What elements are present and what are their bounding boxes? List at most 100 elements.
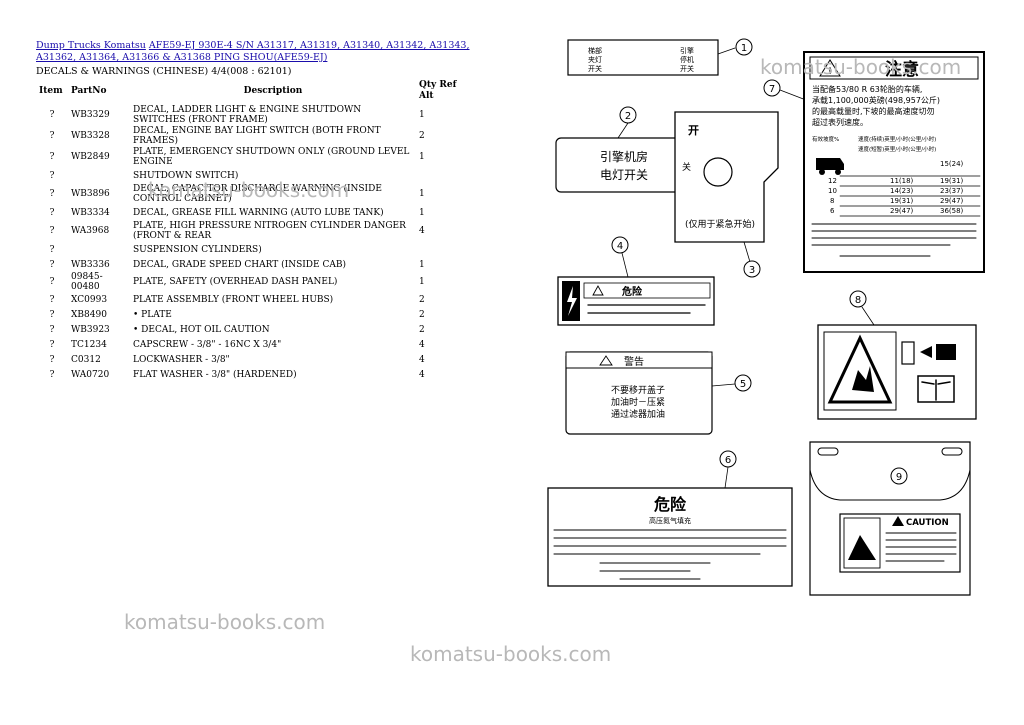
decal-9-text: CAUTION — [906, 518, 949, 528]
decal-7-intro: 承载1,100,000英磅(498,957公斤) — [812, 95, 940, 105]
decal-6-text: 危险 — [654, 495, 687, 514]
decal-7-cell: 15(24) — [940, 160, 964, 168]
decal-1-text: 梯部 — [588, 46, 602, 55]
row-qty: 1 — [419, 189, 425, 199]
row-part: WB3336 — [71, 259, 110, 270]
row-qty — [416, 168, 474, 183]
decal-7-cell: 36(58) — [940, 207, 964, 215]
row-part: WB2849 — [71, 152, 110, 162]
row-qty: 1 — [419, 110, 425, 120]
callout-7 — [763, 79, 781, 97]
decal-7-cell: 29(47) — [890, 207, 914, 215]
decal-1-text: 停机 — [680, 55, 694, 64]
decal-7-title: 注意 — [885, 59, 919, 80]
breadcrumb-link-model[interactable]: AFE59-EJ 930E-4 S/N A31317, A31319, A313… — [36, 40, 470, 63]
callout-5-label: 5 — [740, 379, 746, 390]
breadcrumb-link-dump-trucks[interactable]: Dump Trucks Komatsu — [36, 40, 146, 51]
header-partno: PartNo — [71, 85, 107, 96]
row-qty: 2 — [419, 294, 425, 305]
decal-1-text: 引擎 — [680, 46, 694, 55]
row-item: ? — [49, 131, 55, 141]
row-item: ? — [49, 110, 55, 120]
row-desc: DECAL, CAPACITOR DISCHARGE WARNING (INSI… — [133, 184, 382, 204]
header-item: Item — [39, 85, 63, 96]
decal-7-cell: 6 — [830, 207, 835, 215]
row-qty: 4 — [419, 339, 425, 350]
decal-7-intro: 超过表列速度。 — [812, 117, 868, 127]
parts-diagram: 梯部 引擎 夹灯 停机 开关 开关 1 2 引擎机房 电灯开关 开 关 (仅用于… — [547, 38, 985, 596]
decal-3-text: (仅用于紧急开始) — [685, 218, 755, 230]
row-item: ? — [49, 244, 55, 255]
callout-4-label: 4 — [617, 241, 623, 252]
decal-9: CAUTION — [809, 441, 971, 596]
row-desc: LOCKWASHER - 3/8" — [133, 354, 230, 365]
callout-3-label: 3 — [749, 265, 755, 276]
decal-5-text: 警告 — [624, 355, 644, 368]
row-part — [68, 168, 130, 183]
decal-7-intro: 当配备53/80 R 63轮胎的车辆, — [812, 84, 922, 94]
callout-1-label: 1 — [741, 43, 747, 54]
row-desc: DECAL, GRADE SPEED CHART (INSIDE CAB) — [133, 259, 346, 270]
row-desc: DECAL, ENGINE BAY LIGHT SWITCH (BOTH FRO… — [133, 126, 381, 146]
decal-7-cell: 11(18) — [890, 177, 914, 185]
row-item: ? — [49, 189, 55, 199]
row-item: ? — [49, 369, 55, 380]
decal-3: 开 关 (仅用于紧急开始) — [674, 111, 779, 243]
row-part: XB8490 — [71, 309, 107, 320]
decal-7-cell: 19(31) — [940, 177, 964, 185]
header-description: Description — [243, 85, 303, 96]
decal-7-cell: 23(37) — [940, 187, 964, 195]
row-part: WA0720 — [71, 369, 110, 380]
decal-7-cell: 10 — [828, 187, 837, 195]
watermark: komatsu-books.com — [760, 55, 962, 79]
row-desc: FLAT WASHER - 3/8" (HARDENED) — [133, 369, 297, 380]
decal-5-text: 不要移开盖子 — [611, 384, 665, 396]
row-part: WB3334 — [71, 207, 110, 218]
row-qty: 1 — [419, 152, 425, 162]
callout-8-label: 8 — [855, 295, 861, 306]
row-part: WB3329 — [71, 110, 110, 120]
row-desc: PLATE, EMERGENCY SHUTDOWN ONLY (GROUND L… — [133, 147, 410, 167]
decal-7-header: 有效坡度% — [812, 135, 839, 143]
row-desc: PLATE ASSEMBLY (FRONT WHEEL HUBS) — [133, 294, 334, 305]
row-item: ? — [49, 226, 55, 236]
parts-table: Item PartNo Description Qty Ref Alt ?WB3… — [36, 78, 474, 382]
row-item: ? — [49, 207, 55, 218]
decal-7-cell: 19(31) — [890, 197, 914, 205]
watermark: komatsu-books.com — [148, 178, 350, 202]
row-qty: 1 — [419, 207, 425, 218]
row-qty: 2 — [419, 324, 425, 335]
row-item: ? — [49, 354, 55, 365]
table-row: ? WB3329 DECAL, LADDER LIGHT & ENGINE SHUT… — [36, 104, 474, 126]
decal-4-text: 危险 — [622, 285, 643, 298]
decal-7-header: 速度(持续)英里/小时(公里/小时) — [858, 135, 936, 143]
callout-9 — [890, 467, 908, 485]
callout-6-label: 6 — [725, 455, 731, 466]
row-part: WB3923 — [71, 324, 110, 335]
row-qty — [416, 242, 474, 257]
row-desc: SUSPENSION CYLINDERS) — [133, 244, 262, 255]
decal-7-cell: 12 — [828, 177, 837, 185]
row-qty: 1 — [419, 259, 425, 270]
decal-6: 危险 高压氮气填充 — [547, 487, 793, 587]
callout-3 — [743, 260, 761, 278]
decal-7-intro: 的最高载量时,下坡的最高速度切勿 — [812, 106, 935, 116]
row-qty: 2 — [419, 131, 425, 141]
row-item: ? — [49, 309, 55, 320]
row-desc: DECAL, LADDER LIGHT & ENGINE SHUTDOWN SW… — [133, 105, 362, 125]
table-row: ? WB3334 DECAL, GREASE FILL WARNING (AUTO … — [36, 205, 474, 220]
svg-text:!: ! — [828, 67, 832, 77]
row-part: 09845-00480 — [71, 272, 103, 292]
callout-2-label: 2 — [625, 111, 631, 122]
row-item: ? — [49, 170, 55, 181]
row-desc: DECAL, GREASE FILL WARNING (AUTO LUBE TA… — [133, 207, 384, 218]
decal-7-cell: 29(47) — [940, 197, 964, 205]
decal-4: 危险 — [557, 276, 715, 326]
